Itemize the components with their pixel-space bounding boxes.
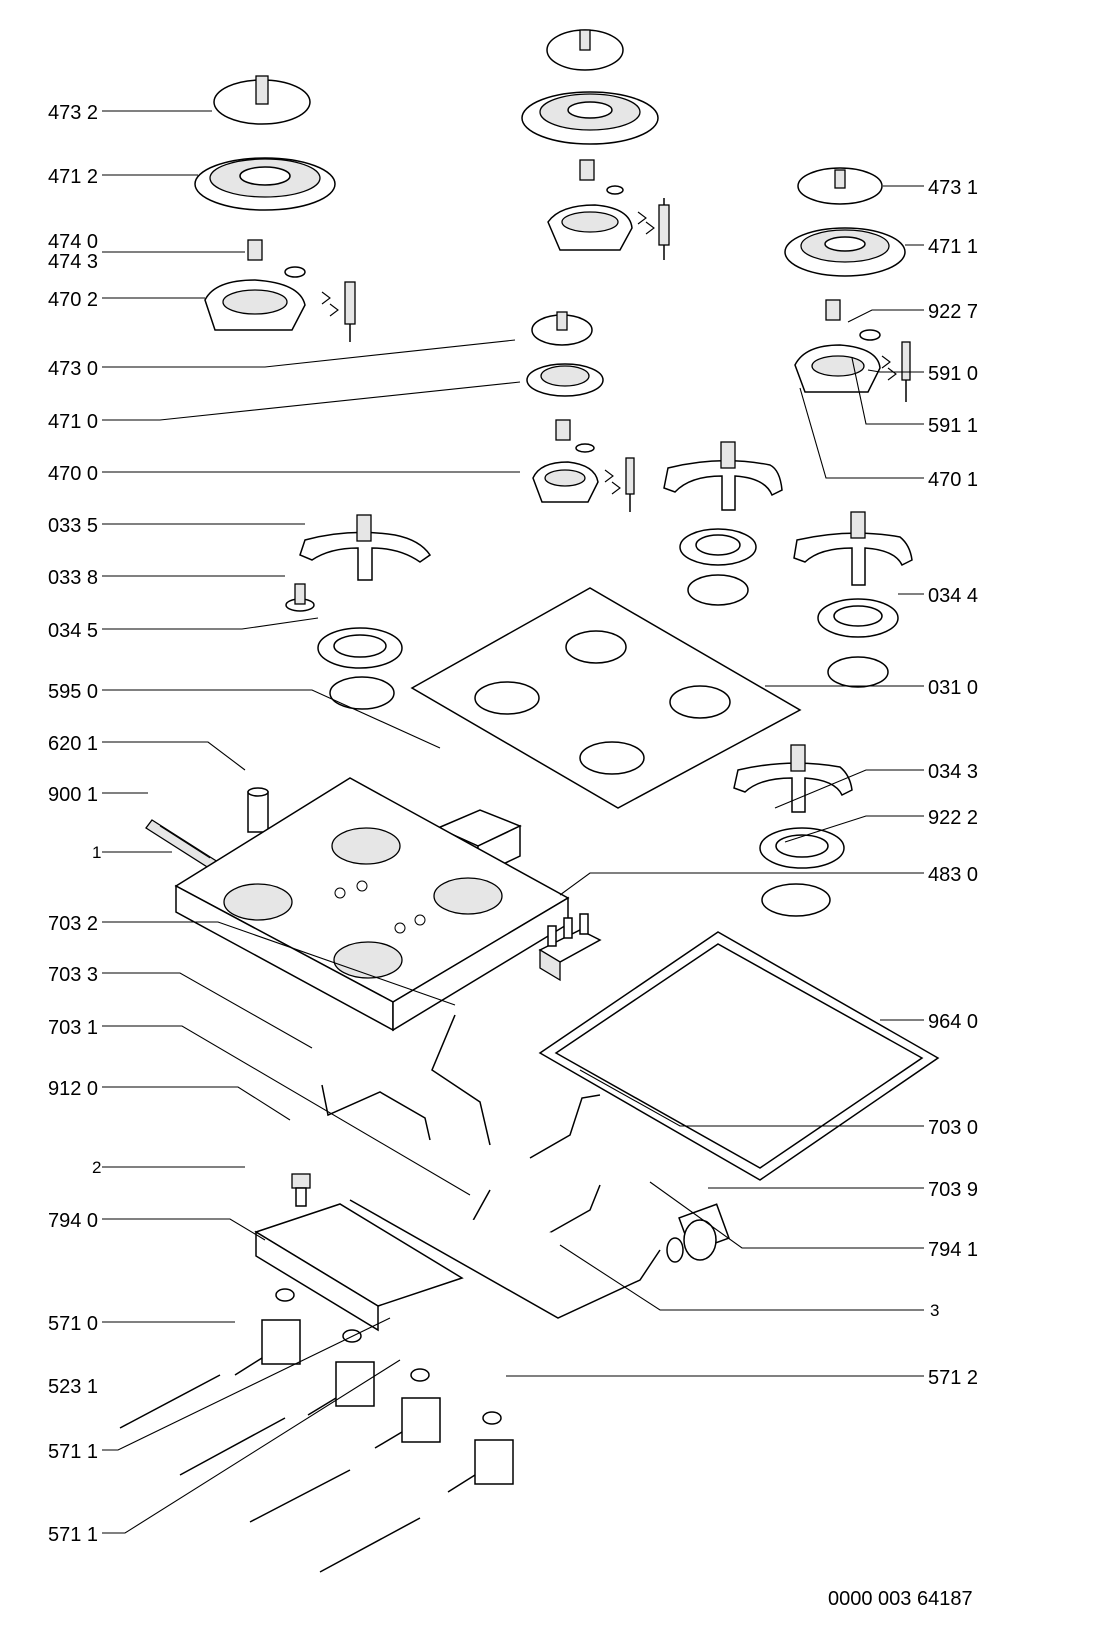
drawing-number: 0000 003 64187 bbox=[828, 1588, 973, 1610]
label-571-1-b: 571 1 bbox=[48, 1524, 98, 1546]
left-burner-base bbox=[204, 279, 356, 342]
top-center-burner-cap bbox=[546, 29, 624, 71]
valve-spindle-2 bbox=[179, 1417, 286, 1476]
gas-valve-571-1-a bbox=[307, 1329, 375, 1416]
label-470-2: 470 2 bbox=[48, 289, 98, 311]
label-3: 3 bbox=[930, 1301, 939, 1320]
top-center-burner-crown bbox=[521, 91, 659, 145]
gas-main-3 bbox=[349, 1199, 661, 1319]
label-1: 1 bbox=[92, 843, 101, 862]
burner-ring-right bbox=[817, 598, 899, 638]
label-474-3: 474 3 bbox=[48, 251, 98, 273]
leader-lines bbox=[102, 110, 924, 1534]
label-033-5: 033 5 bbox=[48, 515, 98, 537]
sealing-washer bbox=[666, 1237, 684, 1263]
burner-ring-center bbox=[679, 528, 757, 566]
label-471-1: 471 1 bbox=[928, 236, 978, 258]
label-703-2: 703 2 bbox=[48, 913, 98, 935]
right-burner-injector bbox=[825, 299, 881, 341]
middle-burner-crown bbox=[526, 363, 604, 397]
right-burner-cap bbox=[797, 167, 883, 205]
label-473-0: 473 0 bbox=[48, 358, 98, 380]
valve-spindle-3 bbox=[249, 1469, 351, 1523]
left-burner-injector bbox=[247, 239, 306, 278]
label-900-1: 900 1 bbox=[48, 784, 98, 806]
gas-elbow-connector bbox=[678, 1203, 730, 1261]
screw bbox=[291, 1173, 311, 1207]
label-470-0: 470 0 bbox=[48, 463, 98, 485]
label-964-0: 964 0 bbox=[928, 1011, 978, 1033]
label-034-3: 034 3 bbox=[928, 761, 978, 783]
middle-burner-base bbox=[532, 457, 635, 512]
pan-support-left bbox=[299, 514, 432, 581]
label-703-3: 703 3 bbox=[48, 964, 98, 986]
pan-support-center bbox=[663, 441, 783, 511]
gas-pipe-703-3 bbox=[321, 1084, 431, 1141]
burner-ring-lower-right bbox=[759, 827, 845, 869]
seal-center bbox=[687, 574, 749, 606]
label-473-1: 473 1 bbox=[928, 177, 978, 199]
pan-support-right bbox=[793, 511, 913, 586]
label-922-7: 922 7 bbox=[928, 301, 978, 323]
label-595-0: 595 0 bbox=[48, 681, 98, 703]
label-794-0: 794 0 bbox=[48, 1210, 98, 1232]
label-703-0: 703 0 bbox=[928, 1117, 978, 1139]
left-burner-crown bbox=[194, 157, 336, 211]
seal-right bbox=[827, 656, 889, 688]
glass-top-plate bbox=[410, 587, 802, 809]
label-571-0: 571 0 bbox=[48, 1313, 98, 1335]
label-620-1: 620 1 bbox=[48, 733, 98, 755]
spark-connector bbox=[538, 913, 602, 982]
right-burner-crown bbox=[784, 227, 906, 277]
valve-spindle-1 bbox=[119, 1374, 221, 1429]
gas-pipe-703-0 bbox=[529, 1094, 601, 1159]
label-031-0: 031 0 bbox=[928, 677, 978, 699]
hob-base-tray bbox=[174, 777, 570, 1032]
spacer-tube bbox=[247, 787, 269, 833]
valve-spindle-4 bbox=[319, 1517, 421, 1573]
label-922-2: 922 2 bbox=[928, 807, 978, 829]
label-471-2: 471 2 bbox=[48, 166, 98, 188]
label-571-1-a: 571 1 bbox=[48, 1441, 98, 1463]
label-470-1: 470 1 bbox=[928, 469, 978, 491]
label-703-9: 703 9 bbox=[928, 1179, 978, 1201]
seal-left bbox=[329, 676, 395, 710]
label-474-0: 474 0 bbox=[48, 231, 98, 253]
gas-valve-571-2 bbox=[447, 1411, 514, 1493]
label-794-1: 794 1 bbox=[928, 1239, 978, 1261]
top-center-injector bbox=[579, 159, 624, 195]
label-473-2: 473 2 bbox=[48, 102, 98, 124]
fixing-clip bbox=[145, 819, 219, 871]
rubber-foot bbox=[285, 583, 315, 612]
label-591-0: 591 0 bbox=[928, 363, 978, 385]
label-912-0: 912 0 bbox=[48, 1078, 98, 1100]
label-523-1: 523 1 bbox=[48, 1376, 98, 1398]
label-703-1: 703 1 bbox=[48, 1017, 98, 1039]
right-burner-base bbox=[794, 341, 911, 402]
gas-pipe-703-2 bbox=[431, 1014, 491, 1146]
hob-gasket bbox=[538, 931, 940, 1181]
label-033-8: 033 8 bbox=[48, 567, 98, 589]
gas-valve-571-1-b bbox=[374, 1368, 441, 1449]
left-burner-cap bbox=[213, 75, 311, 125]
pan-support-lower-right bbox=[733, 744, 853, 813]
seal-lower-right bbox=[761, 883, 831, 917]
middle-burner-cap bbox=[531, 311, 593, 346]
label-034-5: 034 5 bbox=[48, 620, 98, 642]
burner-ring-left bbox=[317, 627, 403, 669]
label-034-4: 034 4 bbox=[928, 585, 978, 607]
top-center-burner-base bbox=[547, 198, 670, 260]
label-471-0: 471 0 bbox=[48, 411, 98, 433]
gas-valve-571-0 bbox=[234, 1288, 301, 1376]
label-483-0: 483 0 bbox=[928, 864, 978, 886]
middle-burner-injector bbox=[555, 419, 595, 453]
label-591-1: 591 1 bbox=[928, 415, 978, 437]
label-2: 2 bbox=[92, 1158, 101, 1177]
valve-mounting-rail bbox=[254, 1203, 464, 1332]
label-571-2: 571 2 bbox=[928, 1367, 978, 1389]
